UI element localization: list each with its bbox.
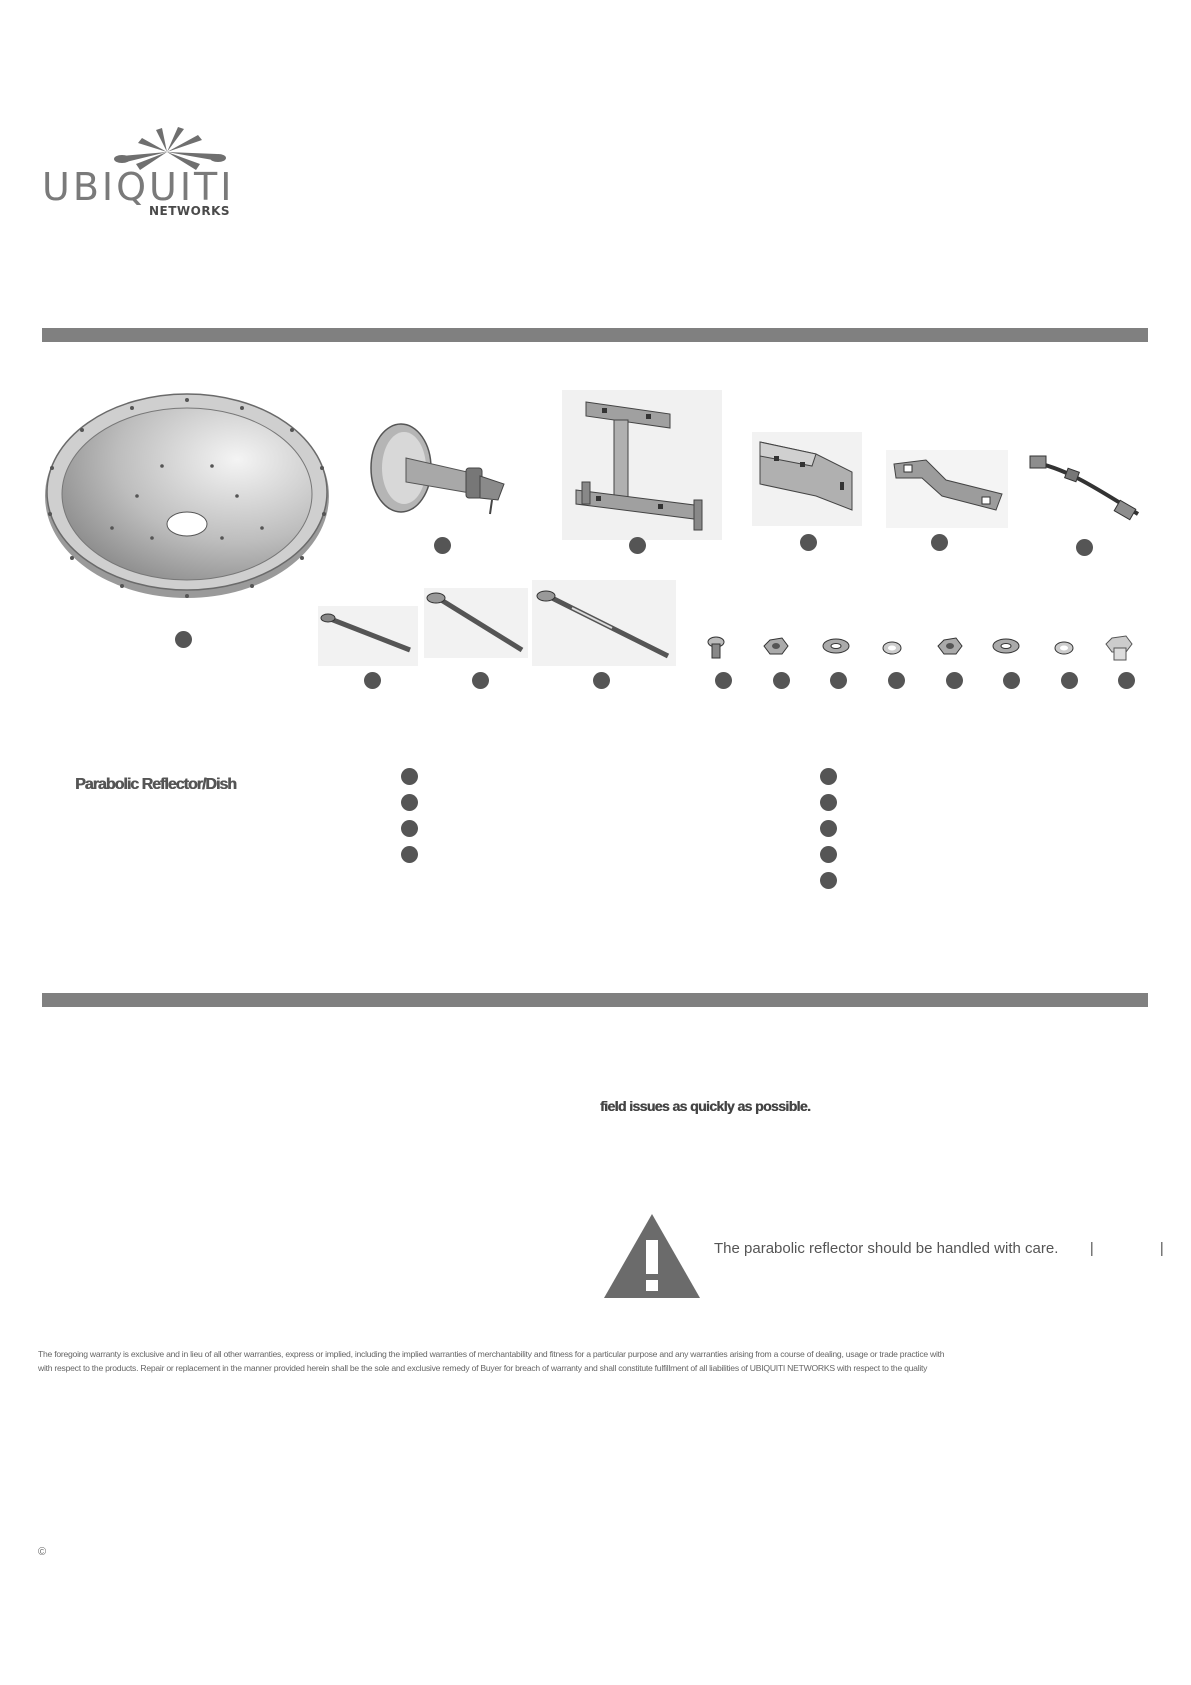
part-marker-carriage-bolt-long xyxy=(593,672,610,689)
parts-list-marker-a1 xyxy=(401,768,418,785)
logo-subtitle: NETWORKS xyxy=(149,204,231,218)
logo-antenna-icon xyxy=(114,127,226,170)
section-divider-bar xyxy=(42,993,1148,1007)
parts-list-marker-b5 xyxy=(820,872,837,889)
parts-list-marker-b3 xyxy=(820,820,837,837)
part-marker-short-bolt xyxy=(715,672,732,689)
parts-list-marker-b2 xyxy=(820,794,837,811)
part-marker-strap xyxy=(931,534,948,551)
copyright-symbol: © xyxy=(38,1546,47,1558)
parts-list-marker-a4 xyxy=(401,846,418,863)
part-marker-flat-washer-2 xyxy=(1003,672,1020,689)
part-marker-nut-1 xyxy=(773,672,790,689)
parts-list-marker-b1 xyxy=(820,768,837,785)
feed-horn-illustration xyxy=(370,423,505,515)
parts-list-marker-a2 xyxy=(401,794,418,811)
part-marker-feed xyxy=(434,537,451,554)
warning-triangle-icon xyxy=(604,1214,700,1298)
part-marker-screw xyxy=(1118,672,1135,689)
part-marker-lock-washer-1 xyxy=(888,672,905,689)
carriage-bolt-long-illustration xyxy=(532,580,676,666)
warranty-line-1: The foregoing warranty is exclusive and … xyxy=(38,1349,945,1359)
section-header-bar xyxy=(42,328,1148,342)
elevation-bracket-illustration xyxy=(752,432,862,526)
caution-text-fragment-marks xyxy=(1091,1242,1163,1256)
hardware-fasteners-illustration xyxy=(707,635,1133,661)
rf-cable-illustration xyxy=(1029,455,1140,521)
part-marker-hinge-bolt xyxy=(364,672,381,689)
parabolic-dish-illustration xyxy=(45,393,329,598)
support-field-issues-text: field issues as quickly as possible. xyxy=(600,1098,811,1114)
logo-wordmark: UBIQUITI xyxy=(42,165,235,209)
strap-plate-illustration xyxy=(886,450,1008,528)
part-marker-cable xyxy=(1076,539,1093,556)
part-marker-carriage-bolt-medium xyxy=(472,672,489,689)
part-marker-flat-washer-1 xyxy=(830,672,847,689)
parts-list-marker-b4 xyxy=(820,846,837,863)
carriage-bolt-medium-illustration xyxy=(424,588,528,658)
part-marker-dish xyxy=(175,631,192,648)
parts-list-marker-a3 xyxy=(401,820,418,837)
caution-text: The parabolic reflector should be handle… xyxy=(714,1240,1059,1257)
warranty-line-2: with respect to the products. Repair or … xyxy=(38,1363,928,1373)
part-marker-bracket xyxy=(629,537,646,554)
parts-list-dish-label: Parabolic Reflector/Dish xyxy=(75,776,237,793)
part-marker-nut-2 xyxy=(946,672,963,689)
part-marker-lock-washer-2 xyxy=(1061,672,1078,689)
part-marker-elevation-bracket xyxy=(800,534,817,551)
mounting-bracket-illustration xyxy=(562,390,722,540)
hinge-bolt-illustration xyxy=(318,606,418,666)
